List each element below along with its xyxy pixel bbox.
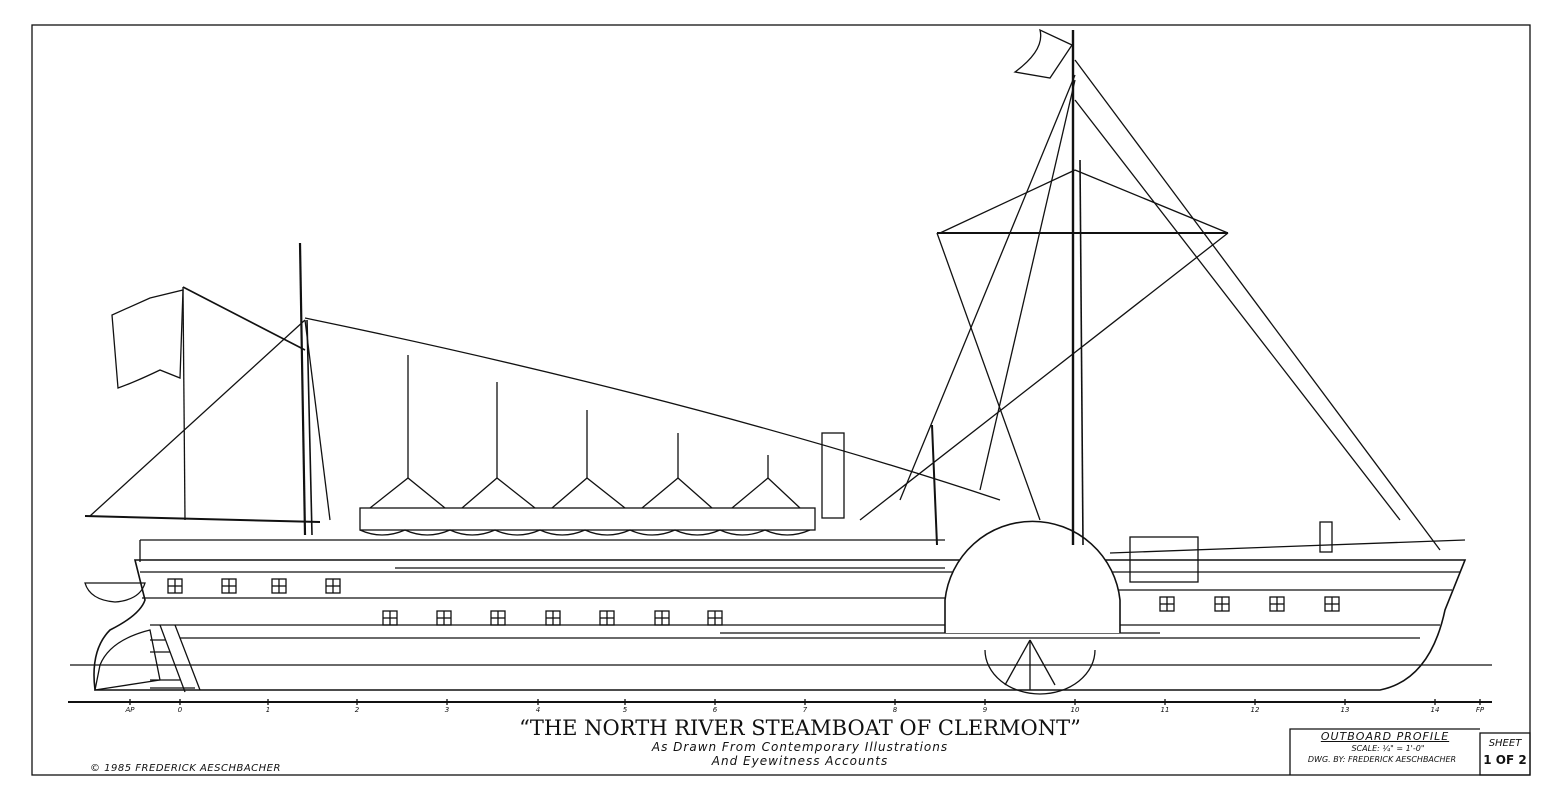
stay-rope [304, 317, 1001, 501]
paddle-wheel [944, 520, 1121, 695]
window [490, 610, 506, 626]
station-label: 6 [713, 706, 718, 714]
window [1214, 596, 1230, 612]
station-label: 7 [803, 706, 808, 714]
drawing-title: “THE NORTH RIVER STEAMBOAT OF CLERMONT” [519, 716, 1081, 740]
station-label: 1 [266, 706, 270, 714]
subtitle-line-1: As Drawn From Contemporary Illustrations [651, 740, 949, 754]
window [599, 610, 615, 626]
window [1269, 596, 1285, 612]
station-label: FP [1476, 706, 1485, 714]
sheet-box [1479, 732, 1531, 776]
station-label: 0 [178, 706, 183, 714]
scale-label: SCALE: ¼" = 1'-0" [1351, 744, 1425, 753]
lifeboat [84, 582, 146, 603]
forward-post [1319, 521, 1333, 553]
main-mast [859, 28, 1441, 551]
window [382, 610, 398, 626]
station-label: 14 [1431, 706, 1440, 714]
station-label: 12 [1251, 706, 1260, 714]
window [325, 578, 341, 594]
station-label: 11 [1161, 706, 1170, 714]
window [271, 578, 287, 594]
sheet-label: SHEET [1488, 738, 1522, 749]
deck-railing [139, 539, 1466, 569]
drawing-border [31, 24, 1531, 776]
window [1159, 596, 1175, 612]
window [436, 610, 452, 626]
station-label: 4 [536, 706, 540, 714]
aft-mast [84, 242, 331, 536]
window [221, 578, 237, 594]
awning [359, 355, 816, 536]
drawn-by-label: DWG. BY: FREDERICK AESCHBACHER [1307, 755, 1457, 764]
subtitle-line-2: And Eyewitness Accounts [711, 754, 889, 768]
masthead-pennant [1013, 28, 1073, 79]
view-label: OUTBOARD PROFILE [1320, 730, 1450, 743]
station-label: 9 [983, 706, 988, 714]
station-label: 5 [623, 706, 628, 714]
station-label: 3 [445, 706, 449, 714]
station-label: 13 [1341, 706, 1350, 714]
window [654, 610, 670, 626]
sheet-number: 1 OF 2 [1483, 753, 1527, 767]
window [545, 610, 561, 626]
station-label: 10 [1071, 706, 1080, 714]
hull-windows [167, 578, 1340, 626]
station-label: 2 [355, 706, 360, 714]
aft-flag [111, 289, 184, 389]
window [707, 610, 723, 626]
smokestack [821, 432, 845, 519]
hull [93, 559, 1467, 693]
copyright: © 1985 FREDERICK AESCHBACHER [90, 763, 281, 774]
station-label: AP [124, 706, 135, 714]
window [1324, 596, 1340, 612]
forward-deckhouse [1129, 536, 1199, 583]
window [167, 578, 183, 594]
title-block-frame [1289, 728, 1480, 775]
station-label: 8 [893, 706, 898, 714]
